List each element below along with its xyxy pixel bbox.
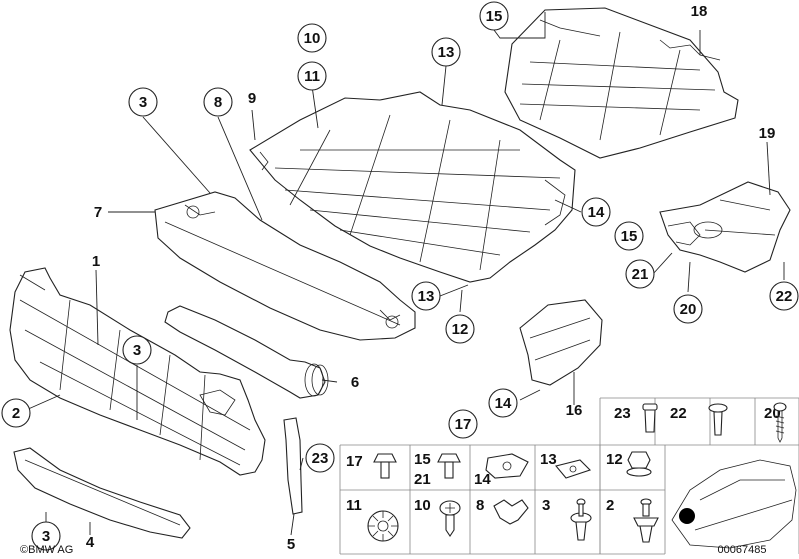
callout-13-top: 13 (431, 37, 461, 67)
diagram-number: 00067485 (718, 544, 767, 556)
part-16-side-bracket (519, 299, 603, 386)
svg-text:20: 20 (680, 301, 697, 318)
leader-lines (25, 12, 785, 536)
callout-22: 22 (769, 281, 799, 311)
svg-text:11: 11 (304, 68, 320, 85)
label-6: 6 (351, 374, 359, 391)
legend-num-22: 22 (670, 405, 687, 422)
legend-num-23: 23 (614, 405, 631, 422)
part-5-bracket-strip (283, 417, 303, 515)
clip-nut-icon (555, 459, 592, 479)
legend-num-13: 13 (540, 451, 557, 468)
clip-icon (493, 499, 529, 525)
svg-text:13: 13 (438, 44, 455, 61)
svg-text:13: 13 (418, 288, 435, 305)
spring-nut-icon (485, 453, 529, 479)
label-18: 18 (691, 3, 708, 20)
legend-num-11: 11 (346, 497, 362, 514)
svg-text:3: 3 (42, 528, 50, 545)
expansion-rivet-icon (708, 403, 728, 436)
svg-text:21: 21 (632, 266, 649, 283)
part-7-bumper-trim-panel (154, 191, 416, 341)
label-7: 7 (94, 204, 102, 221)
legend-num-14: 14 (474, 471, 491, 488)
hardware-legend: 23 22 20 17 15 21 14 1 (339, 397, 799, 555)
legend-num-15: 15 (414, 451, 431, 468)
plain-labels: 18 9 19 7 1 6 16 4 5 (86, 3, 776, 553)
push-rivet-icon (570, 498, 592, 541)
legend-num-2: 2 (606, 497, 614, 514)
sheet-metal-screw-icon (773, 402, 787, 443)
svg-text:17: 17 (455, 416, 472, 433)
callout-13-mid: 13 (411, 281, 441, 311)
car-locator-icon (671, 459, 797, 549)
callout-12: 12 (445, 314, 475, 344)
phillips-screw-icon (439, 500, 461, 537)
copyright-text: ©BMW AG (20, 544, 73, 556)
callout-11: 11 (297, 61, 327, 91)
svg-text:3: 3 (133, 342, 141, 359)
legend-num-10: 10 (414, 497, 431, 514)
hex-collar-nut-icon (626, 451, 652, 477)
svg-text:2: 2 (12, 405, 20, 422)
legend-num-8: 8 (476, 497, 484, 514)
svg-text:12: 12 (452, 321, 469, 338)
label-4: 4 (86, 534, 95, 551)
svg-text:8: 8 (214, 94, 222, 111)
svg-text:15: 15 (486, 8, 503, 25)
callout-14-low: 14 (488, 388, 518, 418)
svg-text:22: 22 (776, 288, 793, 305)
part-1-bumper-carrier (9, 267, 266, 476)
part-18-rear-underbody-panel (504, 7, 739, 159)
callout-17: 17 (448, 409, 478, 439)
legend-num-17: 17 (346, 453, 363, 470)
callout-2: 2 (1, 398, 31, 428)
svg-text:15: 15 (621, 228, 638, 245)
svg-text:14: 14 (495, 395, 512, 412)
callout-15-mid: 15 (614, 221, 644, 251)
svg-text:10: 10 (304, 30, 321, 47)
svg-text:23: 23 (312, 450, 329, 467)
callout-14-mid: 14 (581, 197, 611, 227)
callout-3-bottom: 3 (31, 521, 61, 551)
callout-20: 20 (673, 294, 703, 324)
label-5: 5 (287, 536, 295, 553)
callout-3-mid: 3 (122, 335, 152, 365)
expansion-rivet-icon (633, 498, 659, 543)
push-rivet-icon (642, 403, 658, 433)
hex-flange-bolt-icon (373, 453, 397, 479)
part-4-lower-strip (13, 447, 191, 539)
svg-text:14: 14 (588, 204, 605, 221)
callout-8: 8 (203, 87, 233, 117)
legend-num-21: 21 (414, 471, 431, 488)
label-16: 16 (566, 402, 583, 419)
part-9-center-underbody-panel (249, 91, 576, 283)
label-9: 9 (248, 90, 256, 107)
callout-21: 21 (625, 259, 655, 289)
callout-3-top: 3 (128, 87, 158, 117)
callout-15-top: 15 (479, 1, 509, 31)
label-1: 1 (92, 253, 100, 270)
legend-num-3: 3 (542, 497, 550, 514)
hex-flange-bolt-icon (437, 453, 461, 479)
svg-text:3: 3 (139, 94, 147, 111)
legend-num-12: 12 (606, 451, 623, 468)
part-19-side-underbody-panel (659, 181, 791, 273)
callout-23: 23 (305, 443, 335, 473)
callout-10: 10 (297, 23, 327, 53)
star-washer-icon (367, 510, 399, 542)
label-19: 19 (759, 125, 776, 142)
